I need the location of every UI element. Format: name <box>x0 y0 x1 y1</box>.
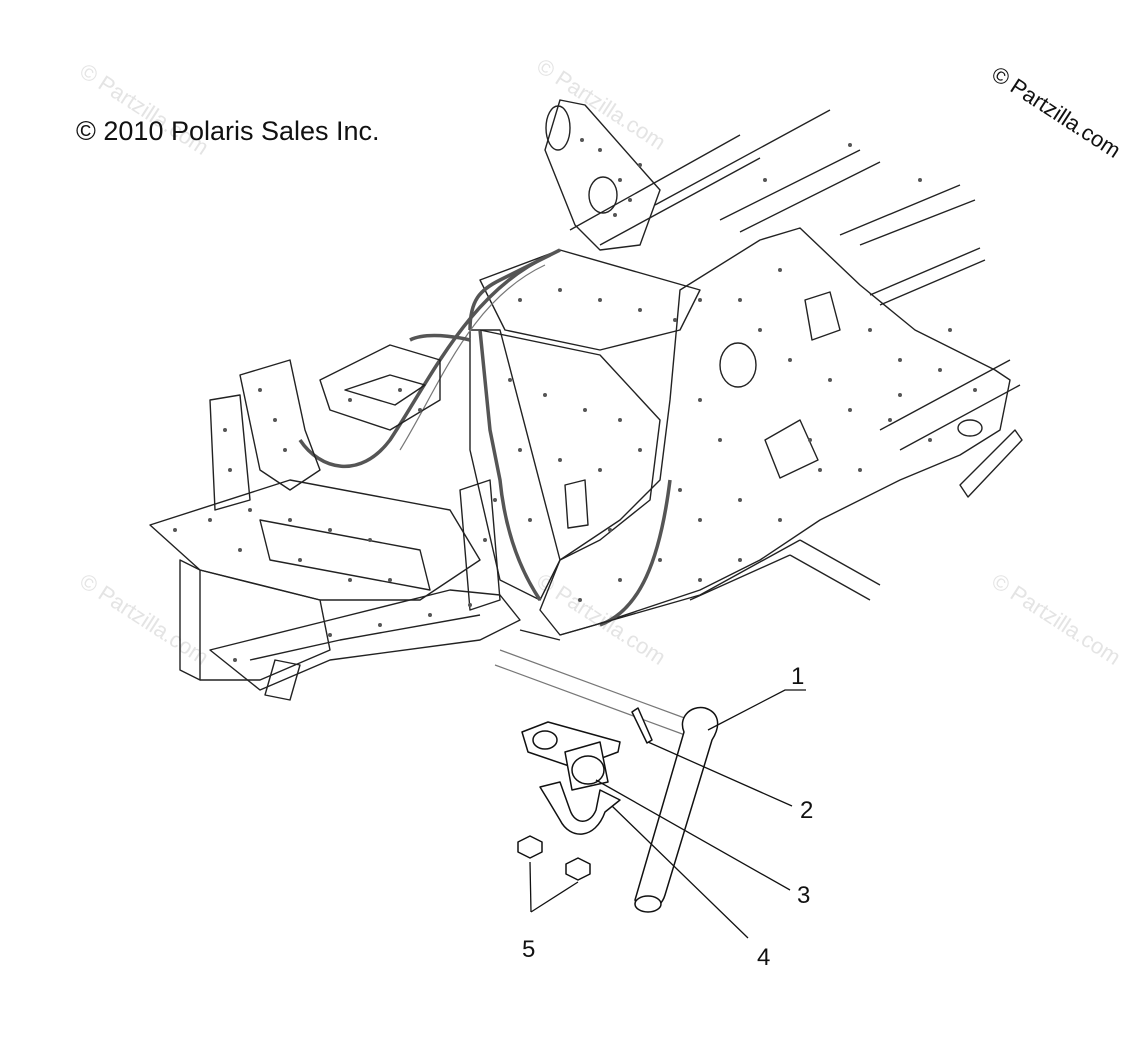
callout-1-label: 1 <box>791 663 804 690</box>
part-2-pin <box>631 707 653 744</box>
callout-1-leader <box>707 689 806 731</box>
callout-3-leader <box>595 779 791 891</box>
callout-4-leader <box>611 805 749 939</box>
callout-3-label: 3 <box>797 882 810 909</box>
part-4-strap-clamp <box>539 781 621 835</box>
corner-watermark: © Partzilla.com <box>987 61 1125 163</box>
copyright-text: © 2010 Polaris Sales Inc. <box>76 116 380 146</box>
watermark-tile: © Partzilla.com <box>987 568 1125 670</box>
watermark-tile: © Partzilla.com <box>532 53 670 155</box>
watermark-tile: © Partzilla.com <box>75 568 213 670</box>
callouts: 1 2 3 4 5 <box>522 663 813 971</box>
part-3-bushing-bracket <box>521 721 621 791</box>
callout-4-label: 4 <box>757 944 770 971</box>
callout-5-label: 5 <box>522 936 535 963</box>
bar-extension <box>494 649 691 736</box>
part-5-nuts <box>517 835 591 881</box>
watermark-tile: © Partzilla.com <box>532 568 670 670</box>
chassis-frame <box>149 99 1023 701</box>
callout-5-leader <box>530 881 579 913</box>
callout-2-leader <box>647 741 793 807</box>
part-1-bar-end <box>634 895 662 913</box>
exploded-parts <box>494 649 719 913</box>
callout-2-label: 2 <box>800 797 813 824</box>
rivet-holes <box>173 138 977 662</box>
callout-5-leader <box>529 861 532 913</box>
